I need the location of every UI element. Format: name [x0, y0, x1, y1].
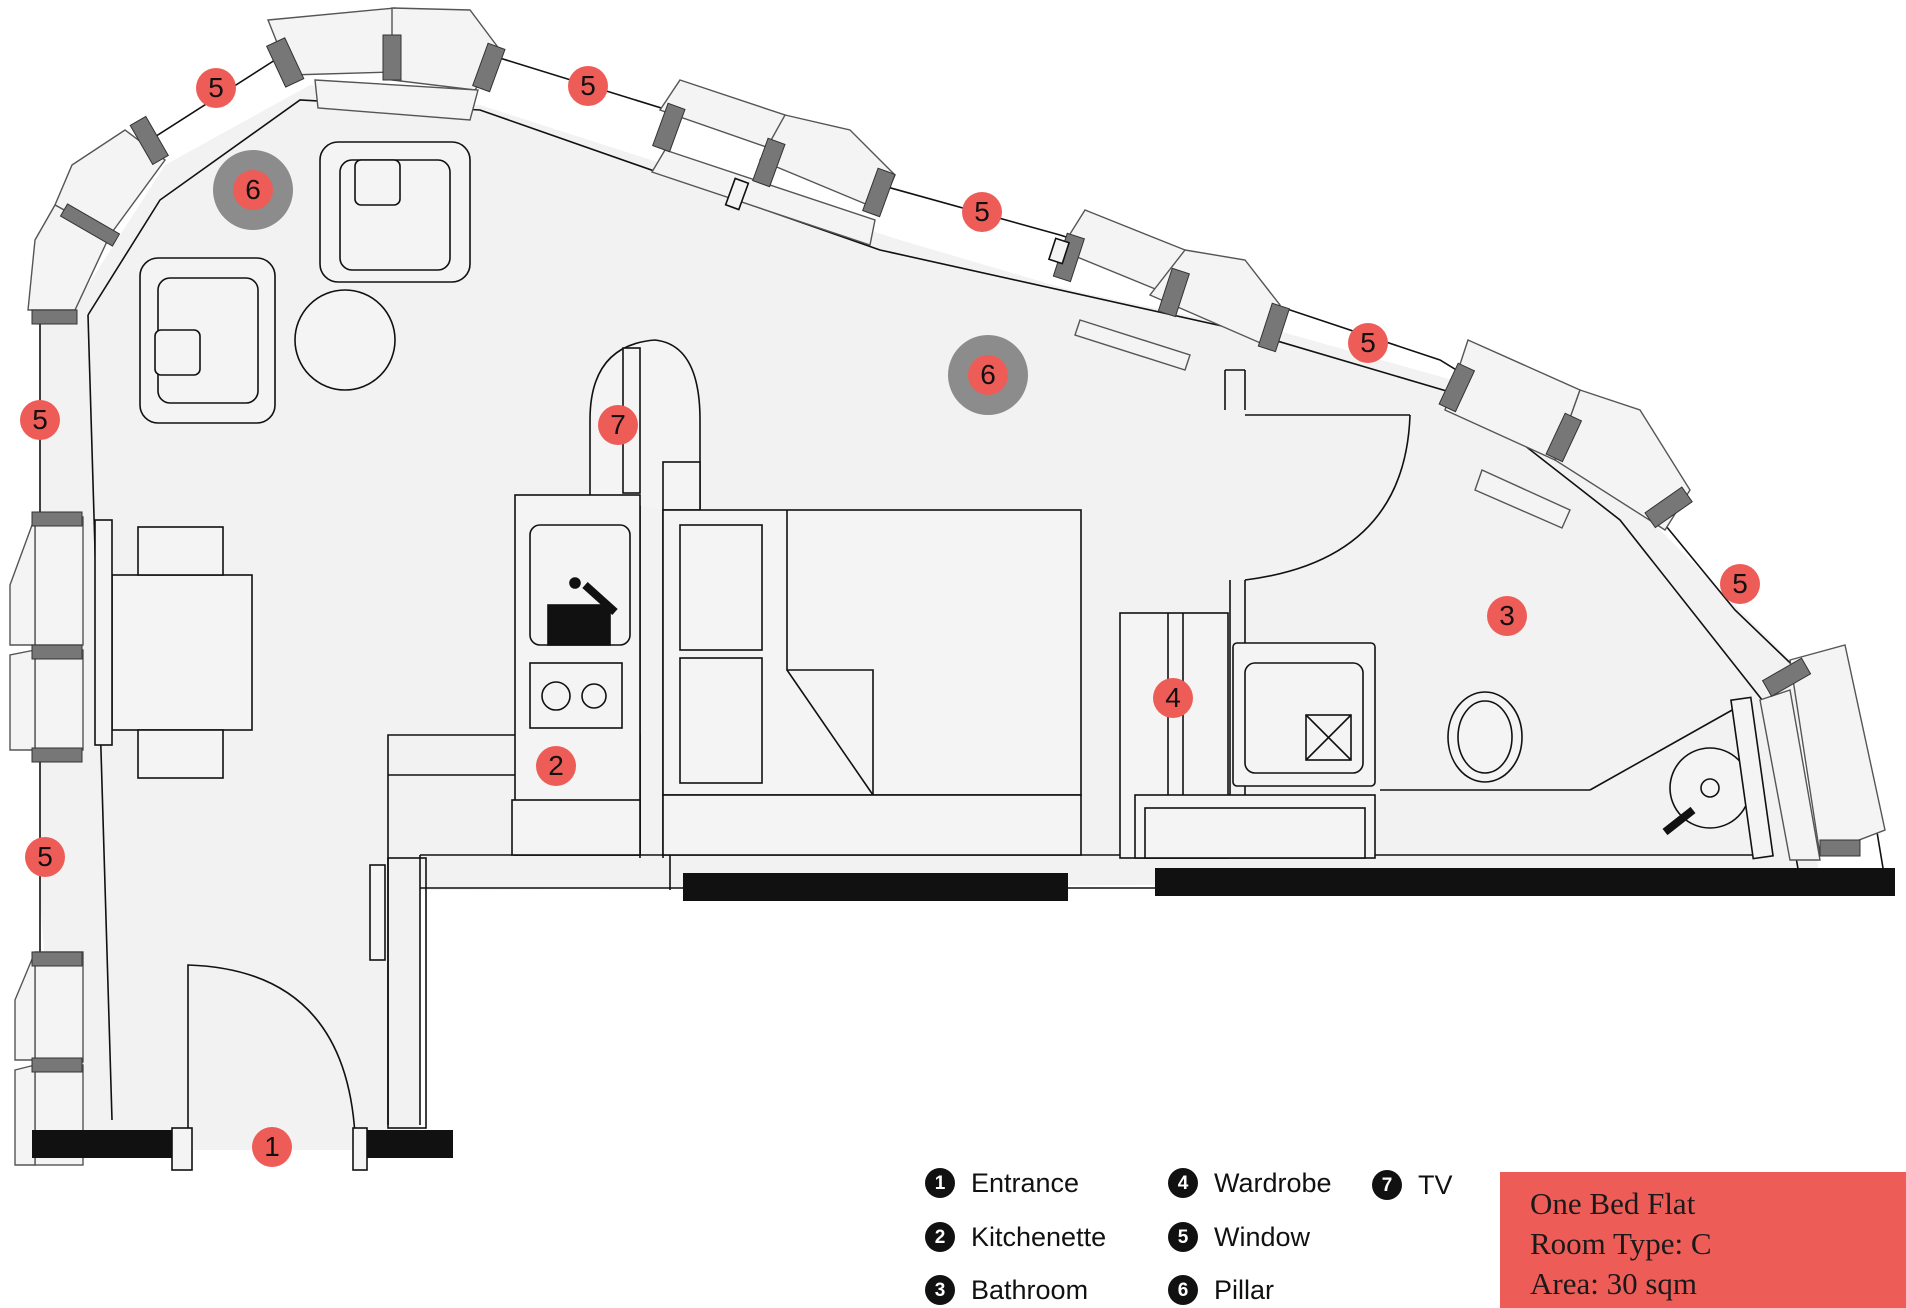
corridor-wall-2 — [1155, 868, 1895, 896]
legend-label: TV — [1418, 1169, 1453, 1200]
flat-area: Area: 30 sqm — [1530, 1266, 1698, 1301]
marker-window-6: 5 — [20, 400, 60, 440]
entrance-door-arc — [187, 964, 356, 1136]
marker-bathroom: 3 — [1487, 596, 1527, 636]
pillar-1: 6 — [213, 150, 293, 230]
marker-window-4: 5 — [1348, 323, 1388, 363]
legend-label: Wardrobe — [1214, 1167, 1332, 1198]
legend-item-tv: 7 TV — [1372, 1170, 1453, 1200]
legend-label: Bathroom — [971, 1274, 1089, 1305]
entrance-wall-left — [32, 1130, 177, 1158]
legend-number: 7 — [1372, 1170, 1402, 1200]
coffee-table — [294, 289, 396, 391]
bathroom-door-arc — [1244, 414, 1411, 581]
legend-item-entrance: 1 Entrance — [925, 1168, 1079, 1198]
north-wall-inner — [87, 99, 1801, 881]
dining-table — [111, 574, 253, 731]
legend-label: Window — [1214, 1221, 1311, 1252]
marker-window-1: 5 — [196, 68, 236, 108]
legend-label: Pillar — [1214, 1274, 1275, 1305]
legend-number: 1 — [925, 1168, 955, 1198]
legend-label: Entrance — [971, 1167, 1080, 1198]
corridor-wall-1 — [683, 873, 1068, 901]
legend-item-kitchenette: 2 Kitchenette — [925, 1222, 1106, 1252]
marker-pillar-2: 6 — [968, 355, 1008, 395]
legend-number: 5 — [1168, 1222, 1198, 1252]
marker-wardrobe: 4 — [1153, 678, 1193, 718]
pillar-2: 6 — [948, 335, 1028, 415]
legend-item-window: 5 Window — [1168, 1222, 1310, 1252]
flat-title: One Bed Flat — [1530, 1186, 1696, 1221]
legend-number: 4 — [1168, 1168, 1198, 1198]
entrance-wall-right — [365, 1130, 453, 1158]
marker-window-5: 5 — [1720, 564, 1760, 604]
legend-number: 3 — [925, 1275, 955, 1305]
legend-number: 6 — [1168, 1275, 1198, 1305]
legend-item-wardrobe: 4 Wardrobe — [1168, 1168, 1332, 1198]
legend-label: Kitchenette — [971, 1221, 1107, 1252]
armchair-2 — [139, 257, 276, 424]
legend-item-pillar: 6 Pillar — [1168, 1275, 1274, 1305]
marker-tv: 7 — [598, 405, 638, 445]
room-type: Room Type: C — [1530, 1226, 1712, 1261]
marker-kitchenette: 2 — [536, 746, 576, 786]
marker-window-2: 5 — [568, 66, 608, 106]
legend-item-bathroom: 3 Bathroom — [925, 1275, 1088, 1305]
marker-pillar-1: 6 — [233, 170, 273, 210]
marker-entrance: 1 — [252, 1127, 292, 1167]
legend-number: 2 — [925, 1222, 955, 1252]
flat-info-box: One Bed Flat Room Type: C Area: 30 sqm — [1500, 1172, 1906, 1308]
marker-window-7: 5 — [25, 837, 65, 877]
marker-window-3: 5 — [962, 192, 1002, 232]
